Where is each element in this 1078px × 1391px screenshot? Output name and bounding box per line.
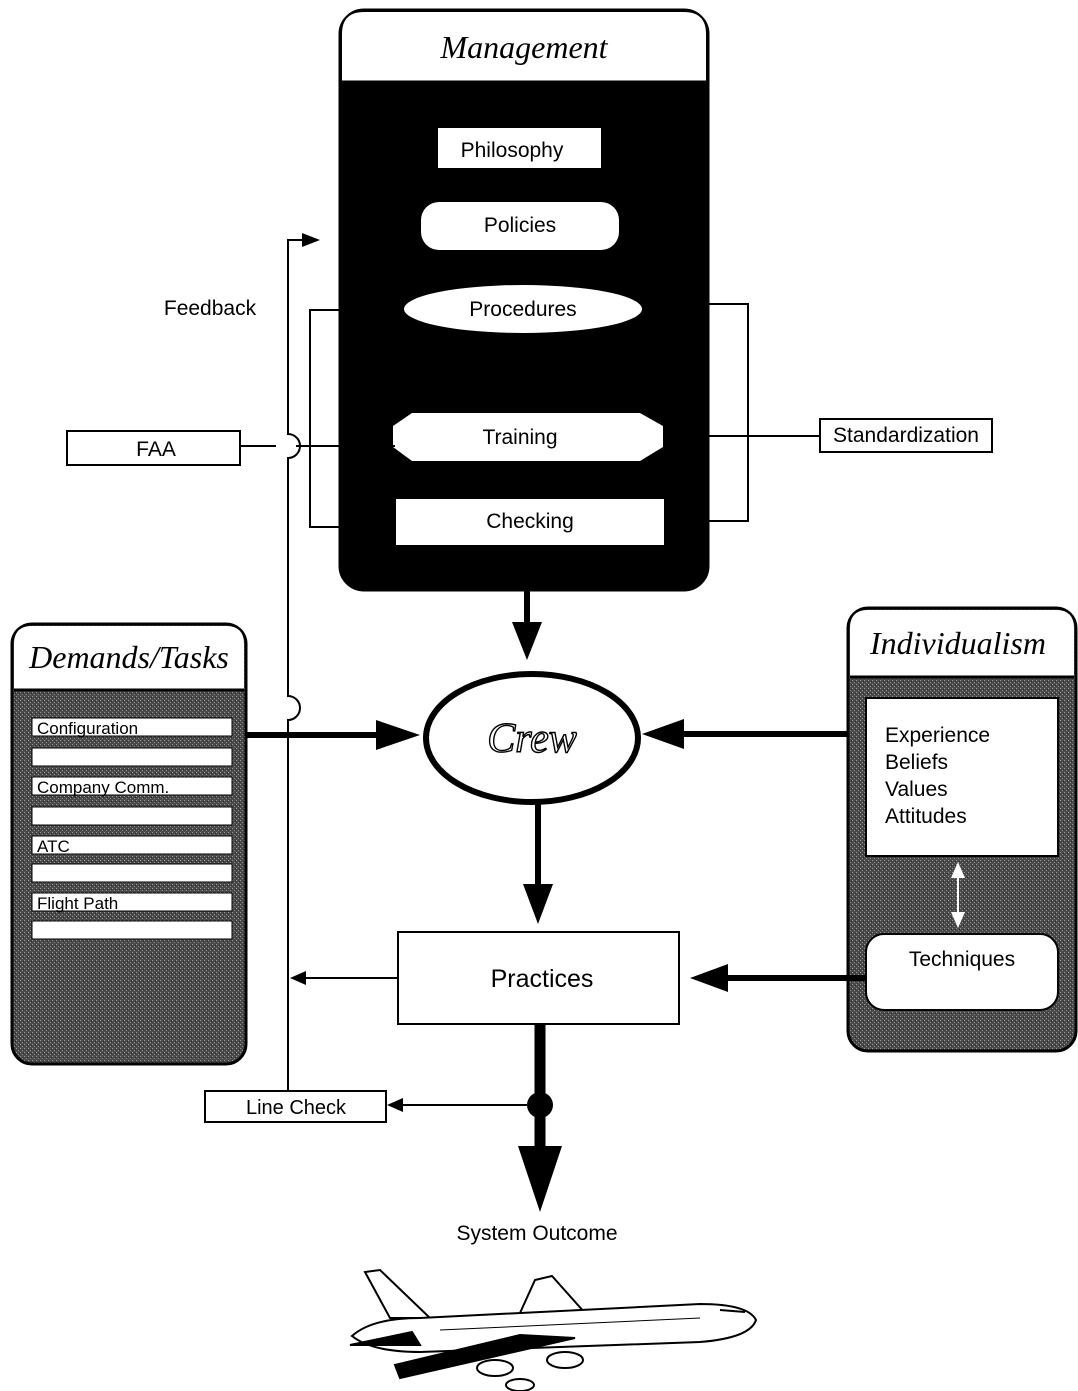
task-row <box>31 835 233 855</box>
philosophy-box: Philosophy <box>438 128 601 168</box>
policies-label: Policies <box>484 214 556 237</box>
procedures-box: Procedures <box>404 285 642 333</box>
task-label: ATC <box>37 837 70 856</box>
management-panel: Management Philosophy Policies Procedure… <box>338 8 710 592</box>
policies-box: Policies <box>421 202 619 250</box>
task-blank-row <box>31 863 233 883</box>
task-blank-row <box>31 747 233 767</box>
task-label: Company Comm. <box>37 778 169 797</box>
task-label: Configuration <box>37 719 138 738</box>
philosophy-label: Philosophy <box>461 139 564 162</box>
individualism-title: Individualism <box>869 625 1046 661</box>
faa-box: FAA <box>66 430 241 466</box>
line-check-box: Line Check <box>204 1090 387 1123</box>
crew-arrowhead <box>523 884 553 924</box>
feedback-loop: Feedback <box>164 233 320 1090</box>
traits-techniques-double-arrow <box>951 862 965 928</box>
right-bracket <box>664 303 749 522</box>
task-label: Flight Path <box>37 894 118 913</box>
task-row <box>31 776 233 796</box>
demands-panel: Demands/Tasks Configuration Company Comm… <box>10 622 248 1066</box>
line-check-label: Line Check <box>246 1097 347 1119</box>
task-blank-row <box>31 920 233 940</box>
linecheck-arrowhead <box>387 1098 403 1112</box>
trait-label: Attitudes <box>885 805 967 828</box>
left-bracket <box>309 309 396 528</box>
training-box: Training <box>393 413 663 461</box>
demands-title: Demands/Tasks <box>28 639 229 675</box>
traits-box <box>865 697 1059 857</box>
individualism-panel: Individualism Experience Beliefs Values … <box>846 606 1078 1053</box>
techniques-label: Techniques <box>909 948 1015 971</box>
practices-feedback-arrowhead <box>290 971 306 985</box>
airplane-icon <box>349 1268 758 1391</box>
task-row <box>31 892 233 912</box>
system-outcome-label: System Outcome <box>456 1222 617 1245</box>
training-label: Training <box>482 426 557 449</box>
faa-label: FAA <box>136 438 176 461</box>
checking-box: Checking <box>396 499 664 545</box>
trait-label: Experience <box>885 724 990 747</box>
management-title: Management <box>439 29 608 65</box>
standardization-box: Standardization <box>819 418 993 453</box>
task-row <box>31 717 233 737</box>
checking-label: Checking <box>486 510 574 533</box>
practices-label: Practices <box>491 965 594 993</box>
demands-arrowhead <box>376 720 420 750</box>
individualism-arrowhead <box>642 719 684 749</box>
junction-dot <box>527 1092 553 1118</box>
techniques-box: Techniques <box>865 933 1059 1011</box>
trait-label: Beliefs <box>885 751 948 774</box>
practices-box: Practices <box>397 931 680 1025</box>
crew-label: Crew <box>487 716 576 762</box>
techniques-arrowhead <box>690 964 728 992</box>
crew-node: Crew <box>423 671 641 805</box>
feedback-arrowhead <box>302 233 320 247</box>
standardization-label: Standardization <box>833 424 979 447</box>
procedures-label: Procedures <box>469 298 576 321</box>
management-arrowhead <box>512 622 542 660</box>
outcome-arrowhead <box>518 1146 562 1212</box>
trait-label: Values <box>885 778 948 801</box>
feedback-label: Feedback <box>164 297 257 320</box>
task-blank-row <box>31 806 233 826</box>
